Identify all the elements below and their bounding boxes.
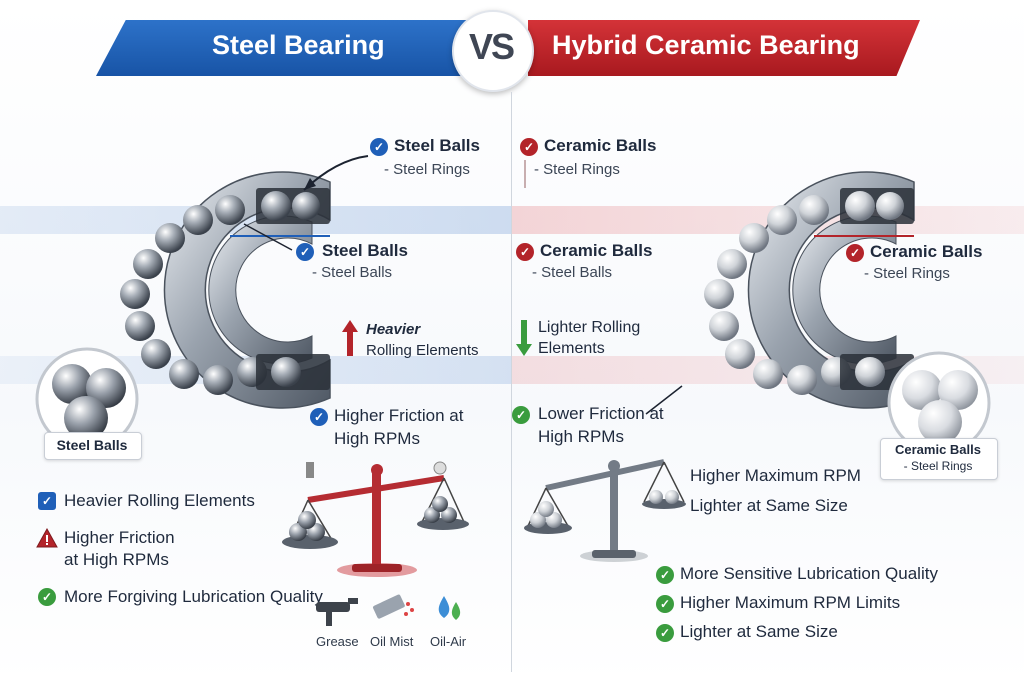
ceramic-bearing-illustration: [704, 171, 915, 409]
ceramic-lighter-line1: Lighter Rolling: [538, 319, 641, 336]
steel-balls-badge-label: Steel Balls: [56, 437, 128, 453]
steel-list-item3: More Forgiving Lubrication Quality: [64, 587, 323, 606]
check-icon: ✓: [310, 408, 328, 426]
check-icon: ✓: [656, 566, 674, 584]
oil-mist-icon: [373, 594, 414, 619]
check-icon: ✓: [296, 243, 314, 261]
steel-title: Steel Bearing: [212, 30, 385, 60]
ceramic-balance-scale: [524, 459, 686, 562]
ceramic-callout3-sub: - Steel Rings: [864, 265, 950, 282]
arrow-down-icon: [516, 320, 532, 356]
ceramic-balls-badge-title: Ceramic Balls: [895, 442, 981, 457]
lube-grease-label: Grease: [316, 634, 359, 649]
check-icon: ✓: [512, 406, 530, 424]
vs-badge: [452, 10, 534, 92]
vs-label: VS: [468, 26, 515, 67]
ceramic-callout3-title: Ceramic Balls: [870, 242, 983, 261]
check-icon: ✓: [38, 588, 56, 606]
oil-air-icon: [438, 596, 461, 620]
steel-friction-line2: High RPMs: [334, 429, 420, 448]
steel-callout-arrow-1: [303, 155, 369, 191]
ceramic-lighter-line2: Elements: [538, 340, 605, 357]
ceramic-callout2-sub: - Steel Balls: [532, 264, 613, 281]
warning-icon: [36, 528, 58, 548]
steel-callout-line-2: [243, 223, 293, 251]
steel-heavier-title: Heavier: [366, 321, 421, 338]
ceramic-balls-badge-sub: - Steel Rings: [903, 459, 973, 473]
steel-list-item2-line1: Higher Friction: [64, 528, 175, 547]
steel-callout2-sub: - Steel Balls: [312, 264, 393, 281]
lube-oil-mist-label: Oil Mist: [370, 634, 414, 649]
ceramic-scale-line1: Higher Maximum RPM: [690, 466, 861, 485]
steel-balls-magnified: [35, 347, 139, 451]
arrow-up-icon: [342, 320, 358, 356]
ceramic-callout1-bar: [524, 160, 526, 188]
ceramic-list-item2: Higher Maximum RPM Limits: [680, 593, 901, 612]
ceramic-balls-magnified: [887, 351, 991, 455]
check-icon: ✓: [516, 243, 534, 261]
ceramic-friction-arrow: [645, 385, 683, 415]
ceramic-title: Hybrid Ceramic Bearing: [552, 30, 860, 60]
ceramic-list-item1: More Sensitive Lubrication Quality: [680, 564, 938, 583]
ceramic-scale-line2: Lighter at Same Size: [690, 496, 848, 515]
ceramic-header-banner: [528, 20, 920, 76]
steel-heavier-sub: Rolling Elements: [366, 342, 479, 359]
steel-callout2-title: Steel Balls: [322, 241, 408, 260]
steel-list-item2-line2: at High RPMs: [64, 550, 169, 569]
ceramic-callout2-title: Ceramic Balls: [540, 241, 653, 260]
check-icon: ✓: [38, 492, 56, 510]
grease-gun-icon: [316, 598, 358, 626]
check-icon: ✓: [370, 138, 388, 156]
check-icon: ✓: [656, 624, 674, 642]
steel-balance-scale: [282, 461, 469, 577]
ceramic-friction-line1: Lower Friction at: [538, 404, 664, 423]
ceramic-callout1-title: Ceramic Balls: [544, 136, 657, 155]
center-divider: [511, 92, 512, 672]
ceramic-list-item3: Lighter at Same Size: [680, 622, 838, 641]
lube-oil-air-label: Oil-Air: [430, 634, 467, 649]
steel-bearing-illustration: [120, 171, 331, 409]
steel-callout1-sub: - Steel Rings: [384, 161, 470, 178]
check-icon: ✓: [520, 138, 538, 156]
check-icon: ✓: [846, 244, 864, 262]
ceramic-balls-badge: [880, 438, 998, 480]
steel-callout1-title: Steel Balls: [394, 136, 480, 155]
ceramic-friction-line2: High RPMs: [538, 427, 624, 446]
steel-list-item1: Heavier Rolling Elements: [64, 491, 255, 510]
steel-friction-line1: Higher Friction at: [334, 406, 464, 425]
steel-balls-badge: [44, 432, 142, 460]
steel-header-banner: [96, 20, 468, 76]
ceramic-callout1-sub: - Steel Rings: [534, 161, 620, 178]
check-icon: ✓: [656, 595, 674, 613]
